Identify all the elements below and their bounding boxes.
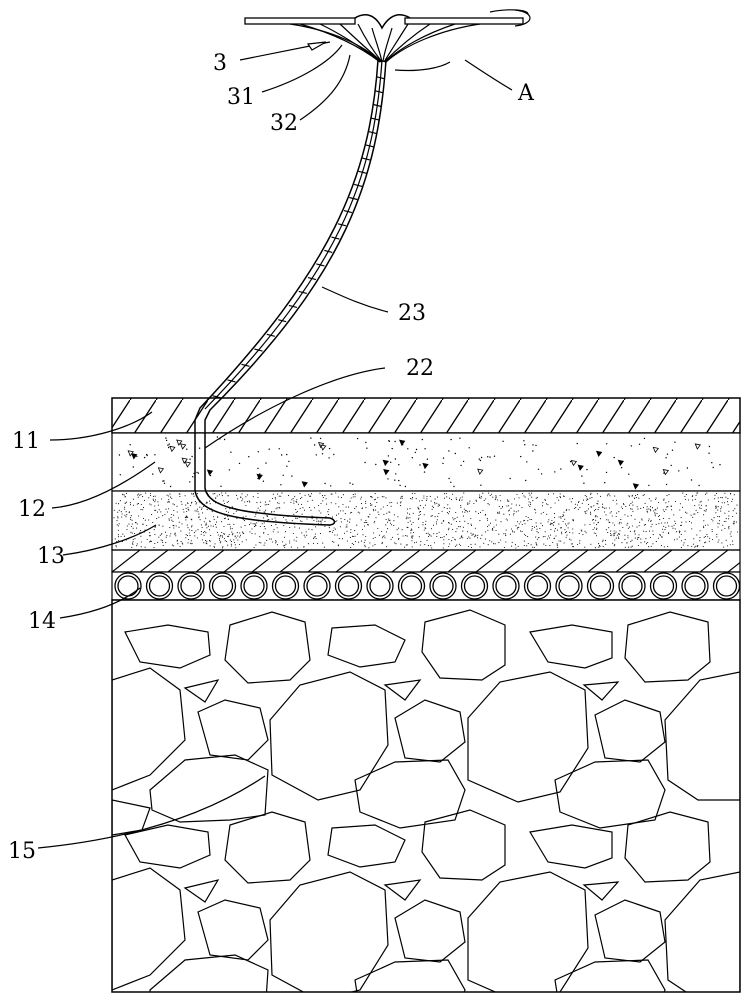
leaf-element-3 [244,9,531,72]
label-13: 13 [37,544,65,569]
label-32: 32 [270,111,298,136]
label-31: 31 [227,85,255,110]
label-a: A [517,81,535,106]
layer-13-dense-sand [111,490,741,551]
label-14: 14 [28,609,56,634]
leader-lines [37,41,513,849]
label-15: 15 [8,839,36,864]
label-11: 11 [12,429,40,454]
layer-15-stones [111,599,741,993]
stem-23 [194,59,387,526]
label-23: 23 [398,301,426,326]
label-12: 12 [18,497,46,522]
label-3: 3 [213,51,227,76]
labels: 3 31 32 A 23 22 11 12 13 14 15 [8,51,535,864]
layer-12-sparse-gravel [111,432,741,492]
label-22: 22 [406,356,434,381]
layer-14-pipes [111,549,741,601]
layer-11-hatched [111,397,741,434]
stone-shapes [112,609,740,992]
